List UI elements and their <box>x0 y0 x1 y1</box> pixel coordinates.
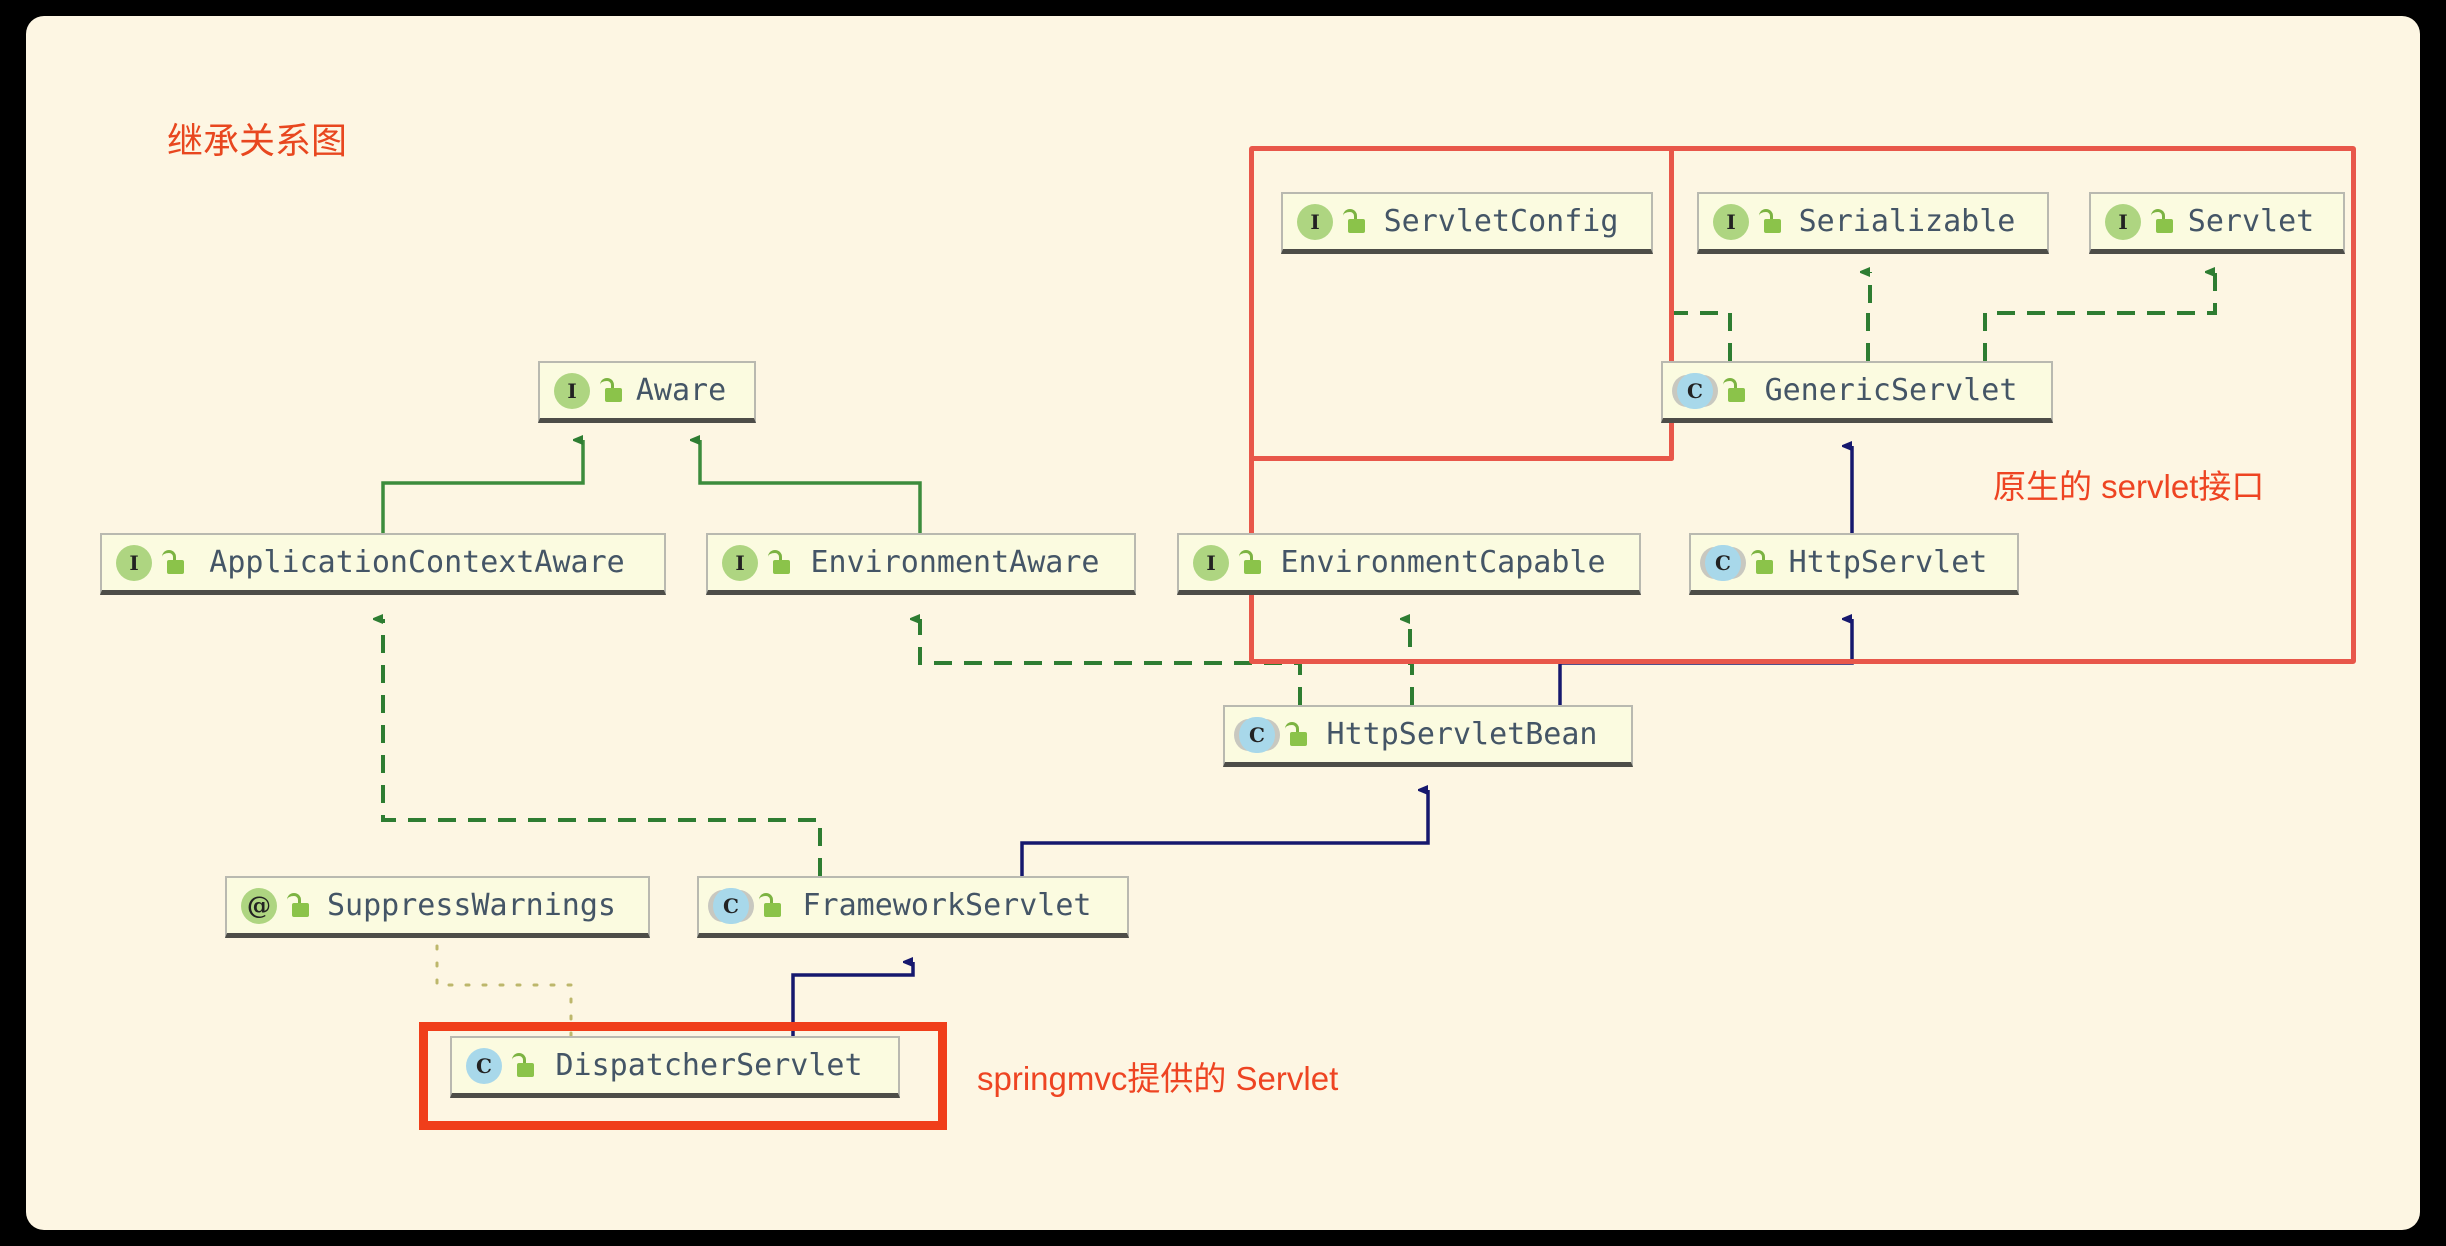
public-unlocked-padlock-icon <box>598 377 624 404</box>
node-application-context-aware[interactable]: I ApplicationContextAware <box>100 533 666 595</box>
class-badge-icon: C <box>1705 544 1741 581</box>
node-label: Aware <box>635 373 727 408</box>
node-environment-aware[interactable]: I EnvironmentAware <box>706 533 1136 595</box>
annotation-springmvc-servlet: springmvc提供的 Servlet <box>977 1060 1339 1097</box>
node-http-servlet[interactable]: C HttpServlet <box>1689 533 2019 595</box>
node-dispatcher-servlet[interactable]: C DispatcherServlet <box>450 1036 900 1098</box>
public-unlocked-padlock-icon <box>160 549 186 576</box>
interface-badge-icon: I <box>116 544 152 581</box>
interface-badge-icon: I <box>722 544 758 581</box>
node-label: HttpServletBean <box>1326 717 1598 752</box>
public-unlocked-padlock-icon <box>1237 549 1263 576</box>
interface-badge-icon: I <box>2105 203 2141 240</box>
interface-badge-icon: I <box>1713 203 1749 240</box>
node-generic-servlet[interactable]: C GenericServlet <box>1661 361 2053 423</box>
public-unlocked-padlock-icon <box>1749 549 1775 576</box>
region-native-servlet-notch-edge-bottom <box>1249 456 1674 461</box>
node-label: Servlet <box>2187 204 2315 239</box>
node-label: HttpServlet <box>1788 545 1988 580</box>
public-unlocked-padlock-icon <box>2149 208 2175 235</box>
class-badge-icon: C <box>466 1047 502 1084</box>
class-badge-icon: C <box>713 887 749 924</box>
node-label: SuppressWarnings <box>327 888 616 923</box>
node-servlet-config[interactable]: I ServletConfig <box>1281 192 1653 254</box>
node-label: GenericServlet <box>1764 373 2018 408</box>
annotation-badge-icon: @ <box>241 887 277 924</box>
node-framework-servlet[interactable]: C FrameworkServlet <box>697 876 1129 938</box>
node-label: EnvironmentCapable <box>1280 545 1606 580</box>
node-label: FrameworkServlet <box>802 888 1092 923</box>
node-label: ServletConfig <box>1383 204 1619 239</box>
interface-badge-icon: I <box>1297 203 1333 240</box>
node-label: ApplicationContextAware <box>209 545 625 580</box>
node-servlet[interactable]: I Servlet <box>2089 192 2345 254</box>
node-http-servlet-bean[interactable]: C HttpServletBean <box>1223 705 1633 767</box>
node-serializable[interactable]: I Serializable <box>1697 192 2049 254</box>
interface-badge-icon: I <box>554 372 590 409</box>
node-environment-capable[interactable]: I EnvironmentCapable <box>1177 533 1641 595</box>
node-label: DispatcherServlet <box>555 1048 863 1083</box>
public-unlocked-padlock-icon <box>1341 208 1367 235</box>
interface-badge-icon: I <box>1193 544 1229 581</box>
public-unlocked-padlock-icon <box>510 1052 536 1079</box>
annotation-native-servlet: 原生的 servlet接口 <box>1993 468 2265 505</box>
public-unlocked-padlock-icon <box>1283 721 1309 748</box>
node-suppress-warnings[interactable]: @ SuppressWarnings <box>225 876 650 938</box>
region-native-servlet-notch-edge-right <box>1669 146 1674 461</box>
page-title: 继承关系图 <box>167 120 348 161</box>
node-label: Serializable <box>1798 204 2016 239</box>
region-native-servlet <box>1249 146 2356 664</box>
region-dispatcher-highlight <box>419 1022 947 1130</box>
class-badge-icon: C <box>1677 372 1713 409</box>
public-unlocked-padlock-icon <box>1757 208 1783 235</box>
public-unlocked-padlock-icon <box>285 892 311 919</box>
node-aware[interactable]: I Aware <box>538 361 756 423</box>
node-label: EnvironmentAware <box>810 545 1100 580</box>
public-unlocked-padlock-icon <box>766 549 792 576</box>
class-badge-icon: C <box>1239 716 1275 753</box>
public-unlocked-padlock-icon <box>1721 377 1747 404</box>
public-unlocked-padlock-icon <box>757 892 783 919</box>
